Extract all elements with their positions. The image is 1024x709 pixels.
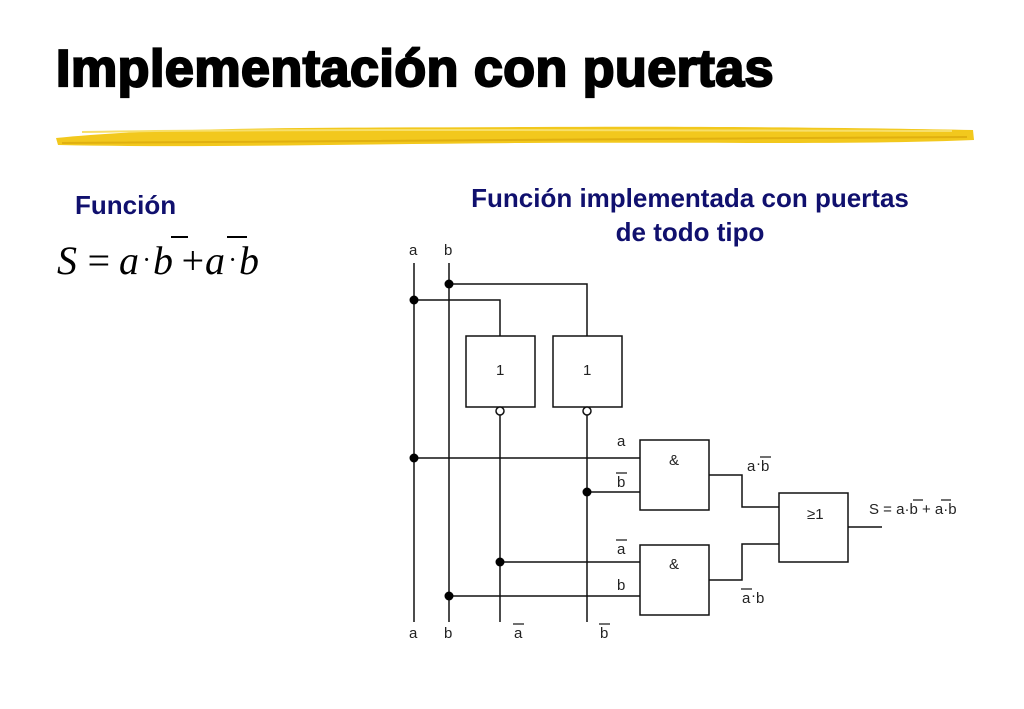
and2-output-v2: b — [756, 590, 764, 607]
or-gate-symbol: ≥1 — [807, 506, 824, 523]
formula-term2-var2: b — [239, 238, 259, 283]
bottom-not-a-label: a — [514, 625, 523, 642]
and-gate-1-symbol: & — [669, 452, 679, 469]
circuit-junctions — [409, 279, 592, 601]
input-b-label: b — [444, 242, 452, 259]
circuit-heading-line2: de todo tipo — [615, 217, 765, 247]
formula-term1-dot: · — [143, 245, 150, 274]
bottom-a-label: a — [409, 625, 418, 642]
formula-equals: = — [85, 238, 112, 283]
title-underline-brushstroke — [56, 126, 974, 147]
output-dot-1: · — [904, 501, 909, 518]
and2-input-b-label: b — [617, 577, 625, 594]
output-prefix: S = a — [869, 501, 905, 518]
output-expression: S = a·b + a·b — [869, 501, 957, 518]
function-label: Función — [75, 190, 177, 220]
formula-term2-var1: a — [205, 238, 225, 283]
and-gate-1 — [639, 439, 710, 511]
and1-input-notb-label: b — [617, 474, 625, 491]
circuit-wires — [413, 263, 882, 622]
and1-input-a-label: a — [617, 433, 626, 450]
formula-plus: + — [179, 238, 206, 283]
bottom-not-b-label: b — [600, 625, 608, 642]
not-gate-a-symbol: 1 — [496, 362, 504, 379]
and1-output-v1: a — [747, 458, 756, 475]
output-not-b: b — [909, 501, 917, 518]
and2-output-dot: · — [751, 587, 756, 604]
output-plus: + — [918, 501, 935, 518]
formula-lhs: S — [57, 238, 77, 283]
or-gate — [778, 492, 849, 563]
circuit-heading-line1: Función implementada con puertas — [471, 183, 909, 213]
and2-output-v1: a — [742, 590, 751, 607]
input-a-label: a — [409, 242, 418, 259]
and-gate-2-symbol: & — [669, 556, 679, 573]
formula-term1-var2: b — [153, 238, 173, 283]
circuit-heading: Función implementada con puertas de todo… — [410, 181, 970, 249]
and1-output-dot: · — [756, 455, 761, 472]
formula-term1-var1: a — [119, 238, 139, 283]
formula-term2-dot: · — [229, 245, 236, 274]
output-dot-2: · — [943, 501, 948, 518]
not-gate-a-bubble — [495, 406, 505, 416]
and2-input-nota-label: a — [617, 541, 626, 558]
boolean-formula: S = a · b + a · b — [57, 236, 259, 283]
not-gate-b-symbol: 1 — [583, 362, 591, 379]
not-gate-b-bubble — [582, 406, 592, 416]
bottom-b-label: b — [444, 625, 452, 642]
and1-output-v2: b — [761, 458, 769, 475]
page-title: Implementación con puertas — [55, 39, 775, 99]
and-gate-2 — [639, 544, 710, 616]
output-b: b — [948, 501, 956, 518]
output-not-a: a — [935, 501, 944, 518]
